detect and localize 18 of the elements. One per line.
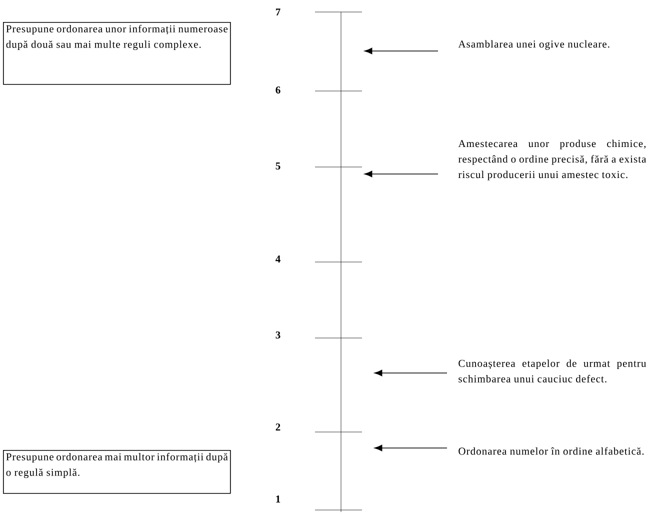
- scale-number: 6: [276, 86, 280, 94]
- scale-drawing: [314, 12, 362, 512]
- scale-number: 4: [276, 256, 280, 262]
- scale-number: 2: [276, 424, 280, 430]
- arrow: [364, 170, 438, 178]
- arrow: [374, 370, 448, 376]
- arrow: [374, 444, 448, 452]
- task-text: Ordonarea numelor în ordine alfabetică.: [458, 447, 644, 455]
- task-text: Asamblarea unei ogive nucleare.: [458, 40, 610, 50]
- description-box: Presupune ordonarea mai multor informații după o regulă simplă.: [3, 450, 231, 494]
- scale-number: 3: [276, 331, 280, 339]
- scale-number: 5: [276, 162, 280, 170]
- task-text: Cunoașterea etapelor de urmat pentru schimbarea unui cauciuc defect.: [458, 360, 646, 382]
- scale-number: 1: [276, 496, 280, 502]
- description-box: Presupune ordonarea unor informații numeroase după două sau mai multe reguli complexe.: [3, 22, 231, 85]
- arrow: [364, 48, 438, 54]
- task-text: Amestecarea unor produse chimice, respectând o ordine precisă, fără a exista riscul producerii unui amestec toxic.: [458, 140, 646, 180]
- scale-number: 7: [276, 8, 280, 16]
